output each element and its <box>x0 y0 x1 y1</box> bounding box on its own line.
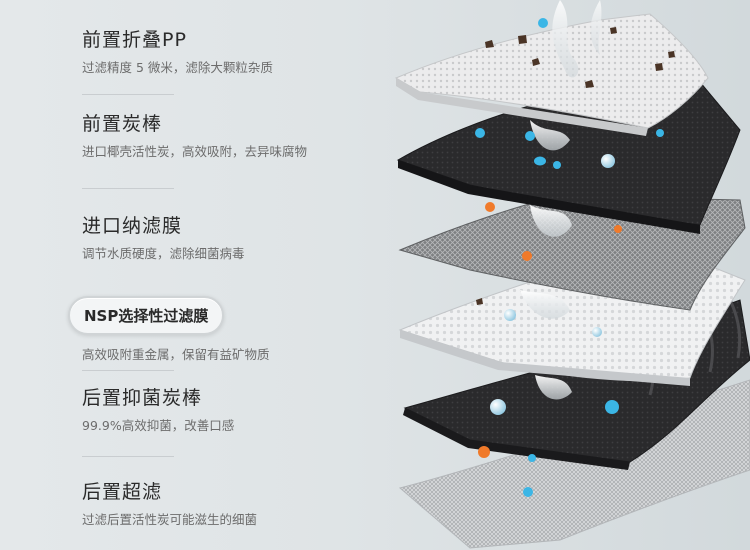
spec-title: 后置超滤 <box>82 481 163 503</box>
spec-desc: 高效吸附重金属，保留有益矿物质 <box>82 347 270 362</box>
layer-pp <box>394 13 709 136</box>
spec-nsp: NSP选择性过滤膜 高效吸附重金属，保留有益矿物质 <box>68 296 382 363</box>
spec-desc: 过滤精度 5 微米，滤除大颗粒杂质 <box>82 60 273 75</box>
spec-carbon: 前置炭棒 进口椰壳活性炭，高效吸附，去异味腐物 <box>82 112 382 160</box>
divider <box>82 456 174 457</box>
spec-antibacterial-carbon: 后置抑菌炭棒 99.9%高效抑菌，改善口感 <box>82 386 382 434</box>
spec-nanofiltration: 进口纳滤膜 调节水质硬度，滤除细菌病毒 <box>82 214 382 262</box>
divider <box>82 94 174 95</box>
spec-title: 后置抑菌炭棒 <box>82 387 203 409</box>
spec-desc: 99.9%高效抑菌，改善口感 <box>82 418 235 433</box>
debris-particles <box>476 27 675 305</box>
bacteria-particles <box>475 18 664 497</box>
spec-title: 前置折叠PP <box>82 29 187 51</box>
spec-title: 进口纳滤膜 <box>82 215 183 237</box>
spec-ultrafiltration: 后置超滤 过滤后置活性炭可能滋生的细菌 <box>82 480 382 528</box>
nsp-badge: NSP选择性过滤膜 <box>68 296 225 335</box>
spec-pp: 前置折叠PP 过滤精度 5 微米，滤除大颗粒杂质 <box>82 28 382 76</box>
spec-desc: 过滤后置活性炭可能滋生的细菌 <box>82 512 258 527</box>
divider <box>82 370 174 371</box>
spec-desc: 调节水质硬度，滤除细菌病毒 <box>82 246 245 261</box>
spec-title: 前置炭棒 <box>82 113 163 135</box>
spec-desc: 进口椰壳活性炭，高效吸附，去异味腐物 <box>82 144 308 159</box>
divider <box>82 188 174 189</box>
water-stream-illustration <box>520 0 602 400</box>
